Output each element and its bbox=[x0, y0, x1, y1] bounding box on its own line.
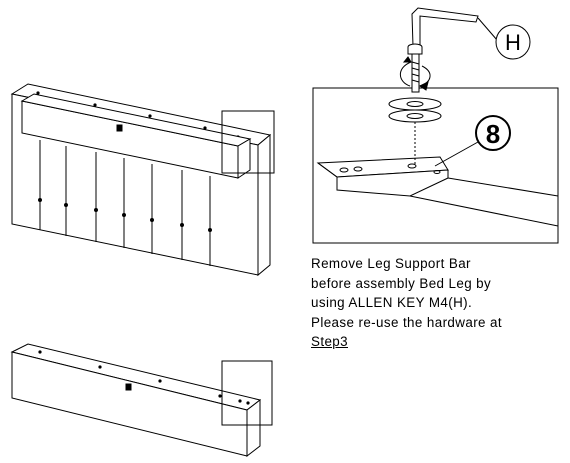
callout-8: 8 bbox=[475, 115, 511, 151]
leg-support-bar bbox=[20, 93, 252, 179]
callout-h: H bbox=[495, 24, 531, 60]
detail-inset bbox=[312, 87, 559, 244]
callout-8-label: 8 bbox=[486, 119, 500, 149]
instruction-line-3: using ALLEN KEY M4(H). bbox=[311, 295, 473, 310]
detail-highlight-box-top bbox=[221, 110, 275, 174]
step-reference-link[interactable]: Step3 bbox=[311, 334, 348, 349]
allen-key-h bbox=[399, 7, 498, 93]
instruction-line-2: before assembly Bed Leg by bbox=[311, 275, 492, 291]
detail-highlight-box-bottom bbox=[221, 360, 273, 426]
headboard-without-legs bbox=[10, 343, 273, 458]
headboard-with-legs bbox=[10, 83, 275, 277]
bed-legs bbox=[38, 140, 212, 266]
callout-h-label: H bbox=[505, 30, 521, 55]
instruction-text: Remove Leg Support Bar before assembly B… bbox=[311, 254, 569, 352]
instruction-line-4: Please re-use the hardware at bbox=[311, 314, 502, 330]
instruction-line-1: Remove Leg Support Bar bbox=[311, 256, 471, 271]
